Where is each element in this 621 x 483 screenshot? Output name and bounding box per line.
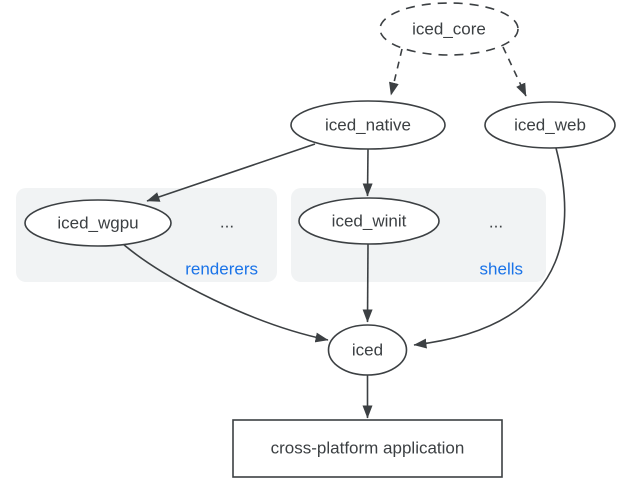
edge-iced-core-to-iced-web [502, 46, 527, 97]
node-iced-wgpu-label: iced_wgpu [57, 214, 138, 233]
group-shells-label: shells [480, 260, 523, 279]
node-iced-winit-label: iced_winit [332, 212, 407, 231]
node-iced-web-shape [484, 101, 616, 149]
node-iced-core-shape [379, 2, 519, 56]
edge-iced-wgpu-to-iced [122, 243, 329, 343]
node-iced-label: iced [352, 341, 383, 360]
node-iced-native-label: iced_native [325, 116, 411, 135]
node-application-shape [232, 419, 503, 478]
group-renderers-label: renderers [185, 260, 258, 279]
node-iced-winit-shape [298, 197, 440, 245]
node-iced-native-shape [290, 100, 446, 150]
node-iced-web-label: iced_web [514, 116, 586, 135]
edge-iced-winit-to-iced [362, 243, 373, 323]
node-iced-shape [327, 324, 408, 376]
node-iced-wgpu-shape [24, 199, 172, 247]
node-application-label: cross-platform application [271, 439, 465, 458]
group-shells-ellipsis: ... [489, 213, 503, 232]
node-iced-core-label: iced_core [412, 20, 486, 39]
edge-iced-native-to-iced-wgpu [146, 143, 316, 202]
edge-iced-native-to-iced-winit [362, 148, 373, 197]
group-renderers-ellipsis: ... [220, 213, 234, 232]
edge-iced-web-to-iced [413, 147, 566, 349]
edge-iced-core-to-iced-native [389, 48, 403, 96]
